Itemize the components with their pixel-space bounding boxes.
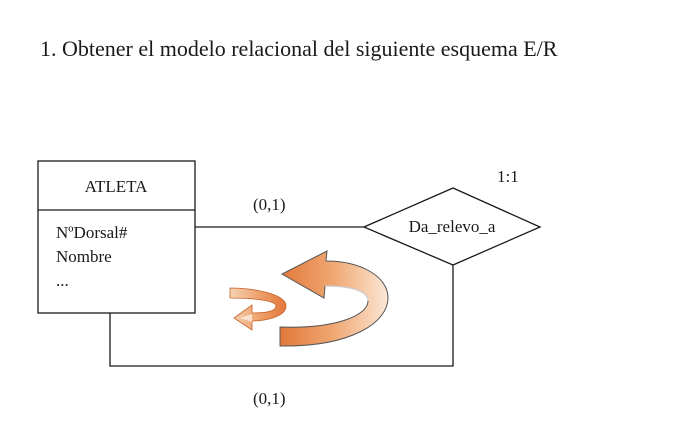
recursive-arrow-small-icon <box>229 287 287 331</box>
participation-bottom-label: (0,1) <box>253 389 286 408</box>
relationship-da-relevo-a: Da_relevo_a 1:1 <box>362 167 542 266</box>
cardinality-label: 1:1 <box>497 167 519 186</box>
entity-box <box>37 160 196 314</box>
attribute-dorsal: NºDorsal# <box>56 223 128 242</box>
attribute-ellipsis: ... <box>56 271 69 290</box>
bottom-connector <box>109 265 454 367</box>
recursive-arrow-large-icon <box>279 250 389 347</box>
exercise-title: 1. Obtener el modelo relacional del sigu… <box>40 36 558 61</box>
relationship-diamond <box>362 187 542 266</box>
connection-lines <box>109 226 454 367</box>
entity-atleta: ATLETA NºDorsal# Nombre ... <box>37 160 196 314</box>
participation-top-label: (0,1) <box>253 195 286 214</box>
entity-name: ATLETA <box>85 177 149 196</box>
attribute-nombre: Nombre <box>56 247 112 266</box>
relationship-name: Da_relevo_a <box>409 217 496 236</box>
